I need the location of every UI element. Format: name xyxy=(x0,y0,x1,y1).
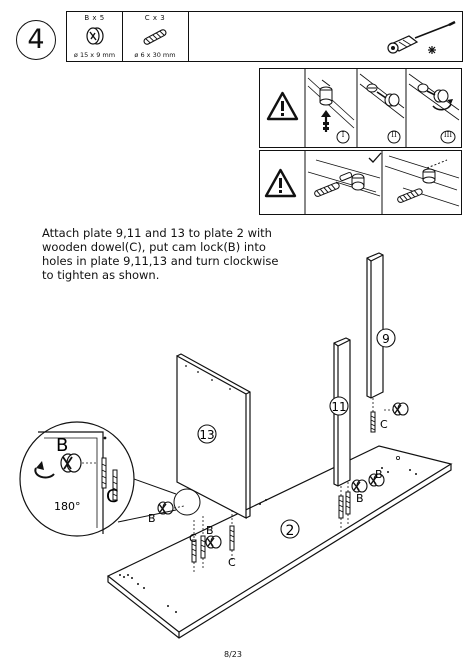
cam-label-plate-13-a: B xyxy=(148,512,156,525)
plate-2 xyxy=(106,445,453,639)
detail-angle-label: 180° xyxy=(54,500,81,513)
cam-lock-plate-9 xyxy=(384,402,409,416)
dowel-label-plate-13-b: C xyxy=(228,556,236,569)
cam-locks-plate-11 xyxy=(351,473,385,493)
dowel-label-plate-13-a: C xyxy=(189,532,197,545)
part-cell-cam-lock: B x 5 ø 15 x 9 mm xyxy=(67,12,123,61)
dowels-plate-13 xyxy=(191,510,235,572)
cam-lock-icon xyxy=(86,27,104,45)
warning-panel-dowel xyxy=(259,150,462,215)
detail-dowel-label: C xyxy=(106,486,119,507)
wooden-dowel-icon xyxy=(143,29,167,45)
part-size: ø 15 x 9 mm xyxy=(73,51,116,59)
step-marker-circle xyxy=(336,130,350,144)
cam-locks-plate-13 xyxy=(157,501,222,549)
plate-9 xyxy=(366,252,384,399)
parts-table: B x 5 ø 15 x 9 mm C x 3 ø 6 x 30 mm xyxy=(66,11,463,62)
step-marker-label: I xyxy=(341,131,345,139)
plate-11-callout xyxy=(329,396,349,416)
step-marker-label: II xyxy=(391,131,397,139)
step-marker-circle xyxy=(387,130,401,144)
warning-panel-cam-lock: I II III xyxy=(259,68,462,148)
cam-label-plate-11-a: B xyxy=(356,492,364,505)
plate-2-callout xyxy=(280,519,300,539)
plate-11-label: 11 xyxy=(331,400,346,414)
page-number: 8/23 xyxy=(224,650,242,659)
dowel-label-plate-9: C xyxy=(380,418,388,431)
plate-9-callout xyxy=(376,328,396,348)
plate-13-callout xyxy=(197,424,217,444)
warning-icon xyxy=(266,91,299,121)
detail-cam-label: B xyxy=(56,435,68,456)
dowel-correct-drawing xyxy=(384,155,460,207)
cam-tighten-step-drawing xyxy=(408,73,460,121)
screwdriver-icon xyxy=(387,20,456,54)
step-marker-label: III xyxy=(443,131,453,139)
part-code: C x 3 xyxy=(144,14,166,22)
instruction-text: Attach plate 9,11 and 13 to plate 2 with… xyxy=(42,226,279,282)
assembly-drawing: 2 13 11 9 xyxy=(19,252,453,639)
dowel-wrong-drawing xyxy=(307,159,381,197)
cam-label-plate-13-b: B xyxy=(206,524,214,537)
checkmark-icon xyxy=(368,152,382,163)
part-code: B x 5 xyxy=(84,14,105,22)
dowels-plate-11 xyxy=(338,482,351,530)
step-number-badge: 4 xyxy=(16,20,56,60)
plate-9-label: 9 xyxy=(382,332,390,346)
plate-2-label: 2 xyxy=(286,523,295,539)
dowel-plate-9 xyxy=(370,398,376,433)
warning-icon xyxy=(264,168,297,198)
detail-magnifier xyxy=(19,421,201,537)
part-cell-wooden-dowel: C x 3 ø 6 x 30 mm xyxy=(122,12,189,61)
cam-turn-step-drawing xyxy=(359,73,405,119)
cam-insert-step-drawing xyxy=(307,77,355,132)
plate-13-label: 13 xyxy=(199,428,214,442)
cam-label-plate-11-b: B xyxy=(375,468,383,481)
step-marker-circle xyxy=(440,130,456,144)
part-size: ø 6 x 30 mm xyxy=(134,51,176,59)
